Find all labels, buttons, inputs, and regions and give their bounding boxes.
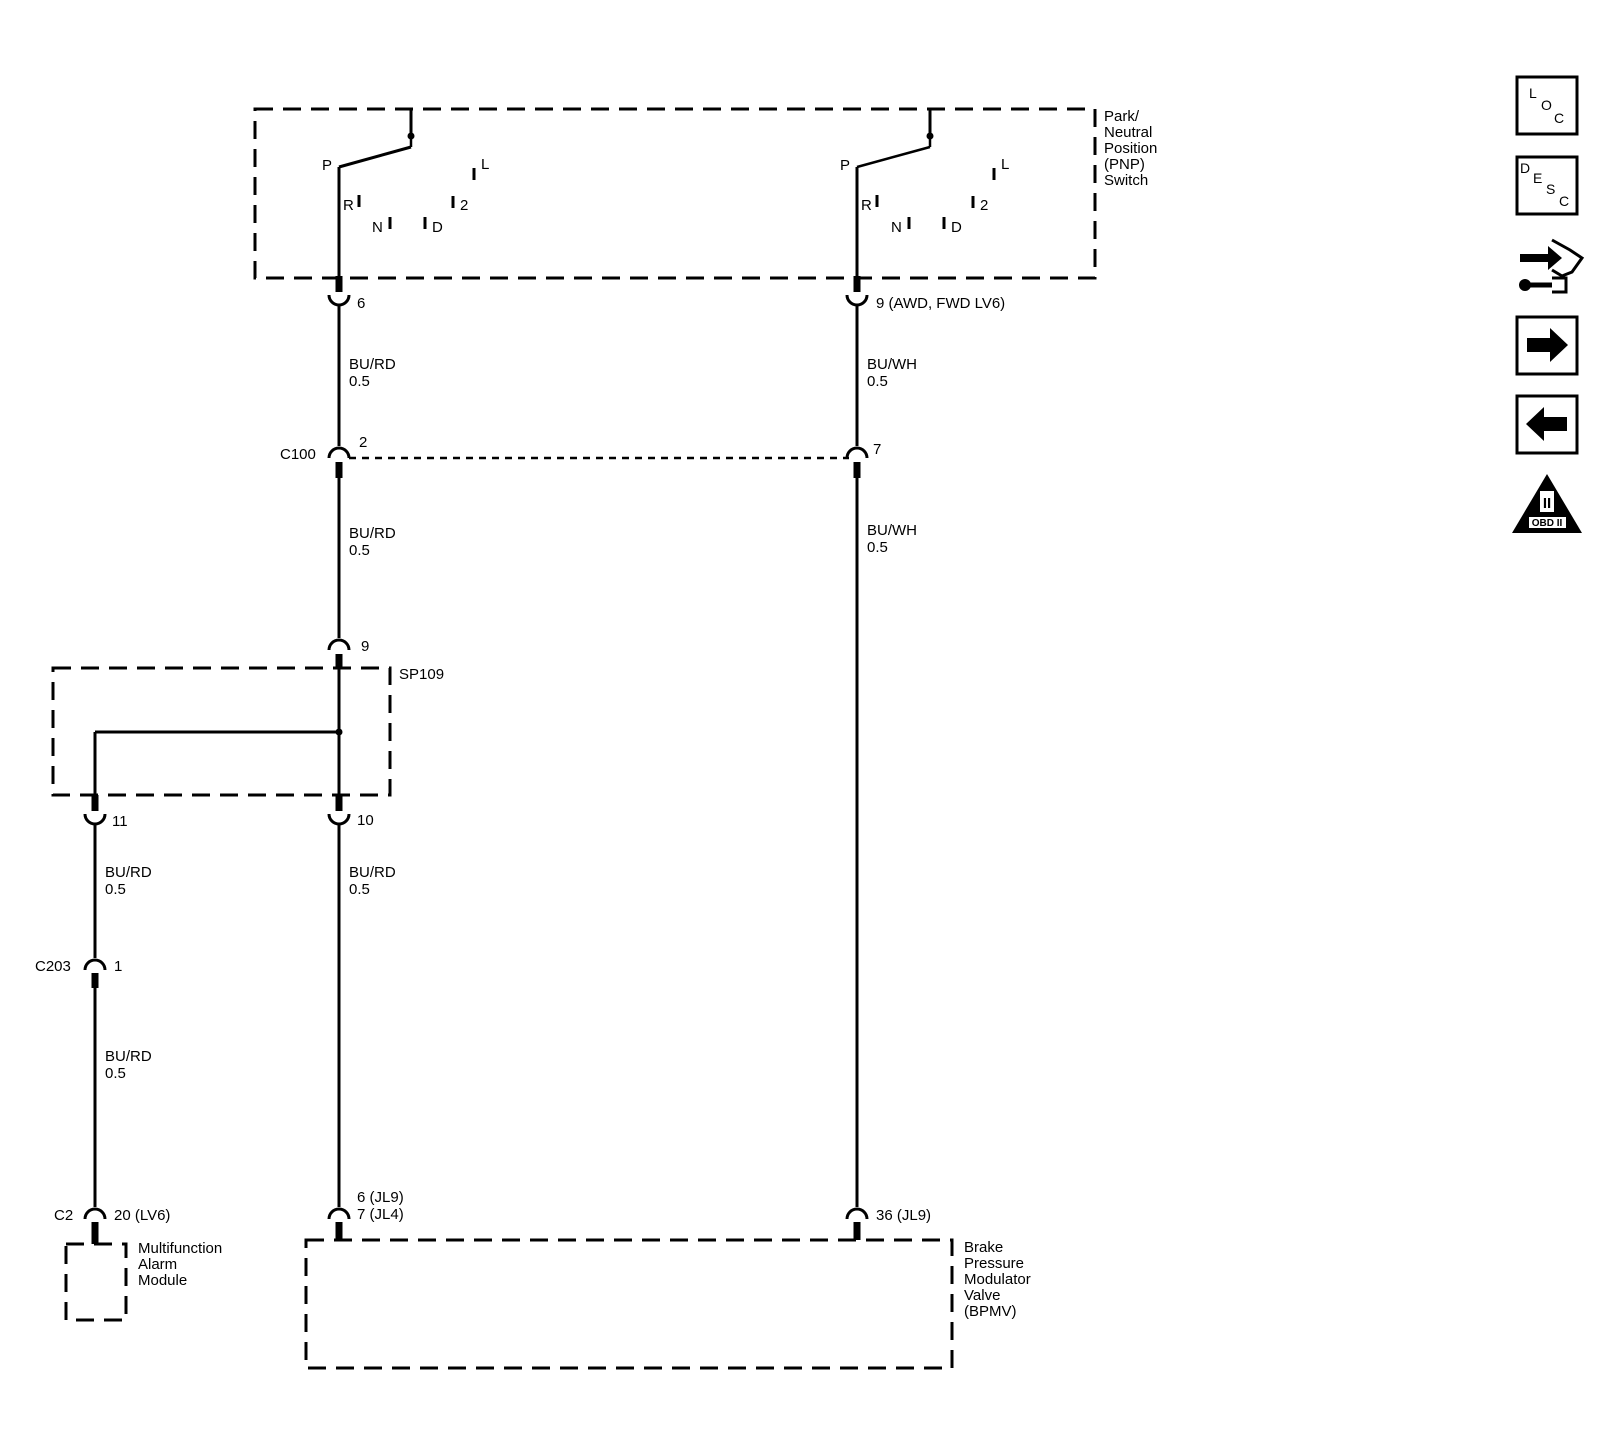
switch-pos-2-right: 2 [980, 197, 988, 214]
sp109-label: SP109 [399, 666, 444, 683]
loc-letter-o: O [1541, 97, 1552, 113]
wire-color-w3: BU/RD [349, 525, 396, 542]
wire-color-w6: BU/RD [349, 864, 396, 881]
c100-pin-2-terminal [327, 446, 351, 459]
connector-repair-icon[interactable] [1519, 238, 1585, 294]
c100-label: C100 [280, 446, 316, 463]
c100-pin-7: 7 [873, 441, 881, 458]
description-icon[interactable]: D E S C [1515, 155, 1579, 216]
obd-numeral: II [1543, 495, 1551, 512]
sp109-pin-10: 10 [357, 812, 374, 829]
wire-size-w5: 0.5 [105, 881, 126, 898]
pnp-switch-outline [253, 107, 1097, 280]
switch-pos-n-right: N [891, 219, 902, 236]
c2-label: C2 [54, 1207, 73, 1224]
bpmv-label-4: Valve [964, 1287, 1000, 1304]
c203-pin-1: 1 [114, 958, 122, 975]
pnp-pin-6-terminal [327, 294, 351, 307]
bpmv-label-5: (BPMV) [964, 1303, 1017, 1320]
desc-letter-s: S [1546, 181, 1555, 197]
location-icon[interactable]: L O C [1515, 75, 1579, 136]
bpmv-pin-36-terminal [845, 1207, 869, 1220]
desc-letter-c: C [1559, 193, 1569, 209]
c203-label: C203 [35, 958, 71, 975]
pnp-switch: Park/ Neutral Position (PNP) Switch P R … [253, 107, 1157, 280]
switch-pos-2: 2 [460, 197, 468, 214]
switch-pos-d: D [432, 219, 443, 236]
wire-size-w4: 0.5 [867, 539, 888, 556]
desc-letter-e: E [1533, 170, 1542, 186]
c2-pin-20: 20 (LV6) [114, 1207, 170, 1224]
sp109-splice: SP109 11 10 [51, 666, 444, 830]
obd-ii-icon[interactable]: II OBD II [1512, 474, 1582, 533]
pnp-pin-9: 9 (AWD, FWD LV6) [876, 295, 1005, 312]
pnp-pin-9-terminal [845, 294, 869, 307]
bpmv-pin-6-7-terminal [327, 1207, 351, 1220]
bpmv-pin-6: 6 (JL9) [357, 1189, 404, 1206]
wire-size-w3: 0.5 [349, 542, 370, 559]
switch-pos-p-right: P [840, 157, 850, 174]
sp109-pin-10-terminal [327, 813, 351, 826]
pnp-switch-label-4: (PNP) [1104, 156, 1145, 173]
c100-pin-7-terminal [845, 446, 869, 459]
mam-label-3: Module [138, 1272, 187, 1289]
sp109-outline [51, 666, 392, 797]
sp109-pin-9-terminal [327, 638, 351, 651]
sp109-pin-11: 11 [112, 813, 128, 830]
mam-label-1: Multifunction [138, 1240, 222, 1257]
arrow-left-icon[interactable] [1515, 394, 1579, 455]
desc-letter-d: D [1520, 160, 1530, 176]
circuit-alarm-branch: BU/RD 0.5 C203 1 BU/RD 0.5 C2 20 (LV6) M… [35, 824, 222, 1322]
wire-size-w1: 0.5 [349, 373, 370, 390]
wire-size-w7: 0.5 [105, 1065, 126, 1082]
nav-toolbar: L O C D E S C [1512, 75, 1585, 533]
switch-pos-l-right: L [1001, 156, 1009, 173]
c100-pin-2: 2 [359, 434, 367, 451]
switch-pos-l: L [481, 156, 489, 173]
circuit-bpmv-left: BU/RD 0.5 6 (JL9) 7 (JL4) [327, 824, 404, 1240]
circuit-left-upper: 6 BU/RD 0.5 C100 2 BU/RD 0.5 9 [280, 276, 396, 668]
pnp-switch-label-1: Park/ [1104, 108, 1140, 125]
wire-color-w1: BU/RD [349, 356, 396, 373]
loc-letter-c: C [1554, 110, 1564, 126]
switch-pos-n: N [372, 219, 383, 236]
switch-pos-p: P [322, 157, 332, 174]
wire-color-w7: BU/RD [105, 1048, 152, 1065]
switch-pos-d-right: D [951, 219, 962, 236]
pnp-switch-label-3: Position [1104, 140, 1157, 157]
sp109-pin-9: 9 [361, 638, 369, 655]
loc-letter-l: L [1529, 85, 1537, 101]
bpmv-module: Brake Pressure Modulator Valve (BPMV) [304, 1238, 1031, 1370]
bpmv-pin-7: 7 (JL4) [357, 1206, 404, 1223]
pnp-pin-6: 6 [357, 295, 365, 312]
pnp-switch-label-5: Switch [1104, 172, 1148, 189]
bpmv-label-2: Pressure [964, 1255, 1024, 1272]
wire-color-w2: BU/WH [867, 356, 917, 373]
c2-pin-20-terminal [83, 1207, 107, 1220]
bpmv-outline [304, 1238, 954, 1370]
c203-pin-1-terminal [83, 958, 107, 971]
mam-label-2: Alarm [138, 1256, 177, 1273]
wire-size-w2: 0.5 [867, 373, 888, 390]
circuit-right: 9 (AWD, FWD LV6) BU/WH 0.5 7 BU/WH 0.5 3… [845, 276, 1005, 1240]
switch-pos-r: R [343, 197, 354, 214]
switch-pos-r-right: R [861, 197, 872, 214]
wire-color-w4: BU/WH [867, 522, 917, 539]
sp109-pin-11-terminal [83, 813, 107, 826]
pnp-switch-contact-right: P R N D 2 L [840, 109, 1009, 278]
wire-size-w6: 0.5 [349, 881, 370, 898]
multifunction-alarm-module-outline [64, 1242, 128, 1322]
wire-color-w5: BU/RD [105, 864, 152, 881]
bpmv-label-1: Brake [964, 1239, 1003, 1256]
arrow-right-icon[interactable] [1515, 315, 1579, 376]
bpmv-pin-36: 36 (JL9) [876, 1207, 931, 1224]
bpmv-label-3: Modulator [964, 1271, 1031, 1288]
pnp-switch-contact-left: P R N D 2 L [322, 109, 489, 278]
obd-label: OBD II [1532, 518, 1563, 529]
pnp-switch-label-2: Neutral [1104, 124, 1152, 141]
